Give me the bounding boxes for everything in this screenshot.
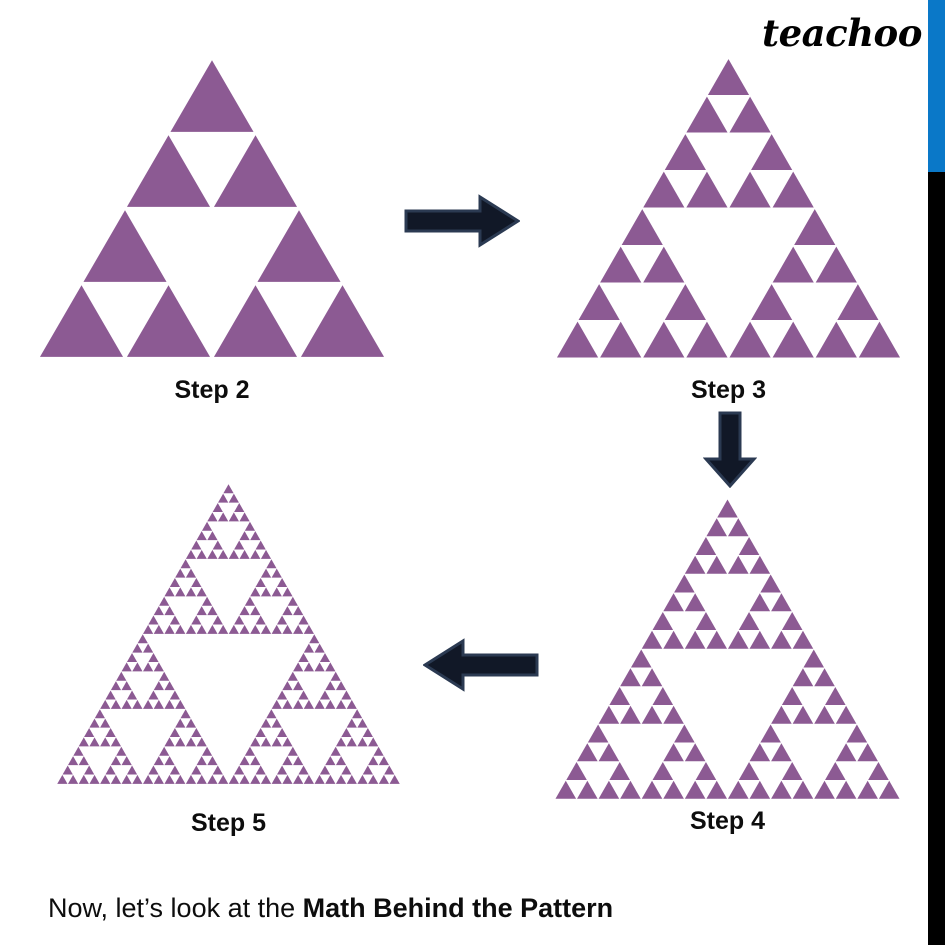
sierpinski-figure-step-3 [556,58,901,358]
arrow-down-icon [703,411,757,488]
arrow-left-icon [423,638,539,692]
bottom-note: Now, let’s look at the Math Behind the P… [48,890,613,926]
sierpinski-triangle-icon [555,499,900,799]
sierpinski-triangle-icon [57,484,400,784]
bottom-note-emphasis: Math Behind the Pattern [302,893,614,923]
sierpinski-triangle-icon [39,60,385,357]
step-4-label: Step 4 [689,807,766,835]
step-3-label: Step 3 [690,376,767,404]
step-2-label: Step 2 [174,376,250,404]
right-edge-blue-bar [928,0,945,172]
teachoo-logo: teachoo [762,11,922,55]
step-5-label: Step 5 [190,809,267,837]
sierpinski-triangle-icon [556,59,901,358]
right-edge-black-bar [928,172,945,945]
sierpinski-figure-step-2 [38,58,386,358]
arrow-right-icon [404,194,520,248]
sierpinski-figure-step-5 [57,484,400,784]
sierpinski-figure-step-4 [555,499,900,799]
bottom-note-lead: Now, let’s look at the [48,893,303,923]
